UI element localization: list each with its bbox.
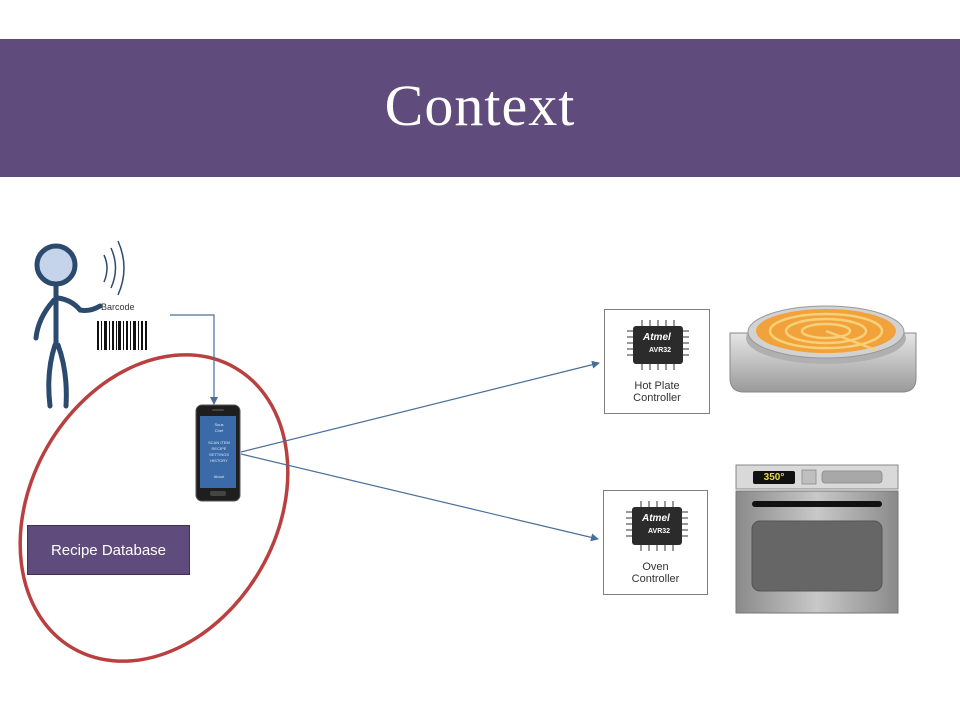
wireless-signal-icon [103,240,125,296]
stick-figure-icon [33,243,103,409]
phone-app-name-line1: Sous [214,422,224,427]
highlight-ellipse [18,353,290,663]
hot-plate-controller-label-line1: Hot Plate [634,380,680,392]
phone-menu-recipe: RECIPE [211,446,227,451]
phone-footer: About [213,474,225,479]
phone-app-name-line2: Chef [214,428,224,433]
slide-title: Context [384,73,576,138]
hot-plate-icon [729,305,917,393]
barcode-label: Barcode [101,302,135,312]
recipe-database-label: Recipe Database [50,541,167,559]
oven-icon [735,464,899,614]
phone-menu-scan: SCAN ITEM [208,440,230,445]
phone-to-oven-arrow [240,453,599,542]
chip-model-text: AVR32 [648,528,670,535]
recipe-database-box: Recipe Database [27,525,190,575]
chip-brand-text: Atmel [641,513,670,524]
barcode-icon [97,321,147,350]
chip-brand-text: Atmel [642,332,671,343]
oven-controller-label-line2: Controller [631,573,680,585]
phone-menu-history: HISTORY [210,458,228,463]
smartphone-icon [195,404,241,502]
chip-model-text: AVR32 [649,347,671,354]
oven-temperature-display: 350° [753,471,795,484]
phone-to-hot-plate-arrow [240,360,600,453]
microcontroller-chip-icon: Atmel AVR32 [626,501,688,551]
phone-menu-settings: SETTINGS [208,452,229,457]
oven-controller-label-line1: Oven [642,561,669,573]
oven-controller-box: Atmel AVR32 Oven Controller [603,490,708,595]
hot-plate-controller-box: Atmel AVR32 Hot Plate Controller [604,309,710,414]
microcontroller-chip-icon: Atmel AVR32 [627,320,689,370]
hot-plate-controller-label-line2: Controller [633,392,681,404]
barcode-to-phone-arrow [170,314,218,405]
title-bar [0,39,960,177]
